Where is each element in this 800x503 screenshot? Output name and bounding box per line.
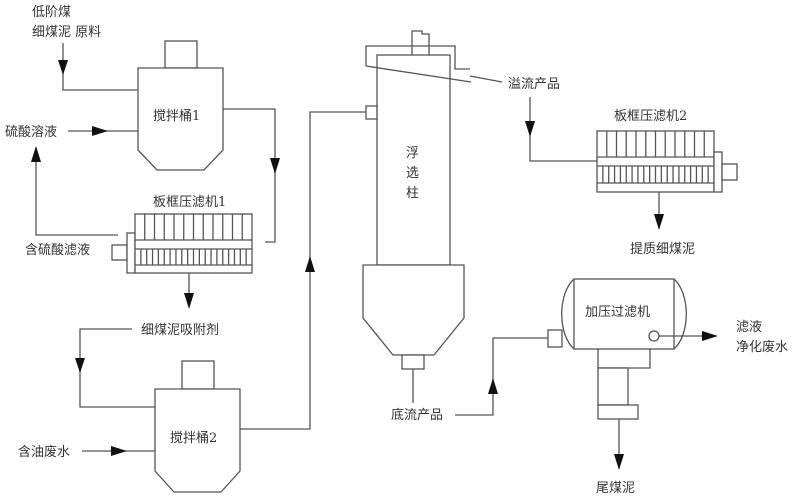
overflow-arrow-icon [525,121,535,137]
raw-material-label-line1: 低阶煤 [32,5,71,20]
tailing-slime-label: 尾煤泥 [596,481,635,496]
adsorbent-label: 细煤泥吸附剂 [141,323,219,338]
column-overflow-weir [365,65,472,83]
filter-press-2 [596,130,738,193]
mixer-1-label: 搅拌桶1 [153,108,200,124]
underflow-to-filter-line [455,337,548,416]
tailing-arrow-icon [614,454,624,470]
column-cone [362,264,465,356]
mixer-2: 搅拌桶2 [154,360,241,493]
filter-press-1 [111,213,253,274]
filtrate-arrow-icon [702,331,718,341]
mixer-2-body [154,388,241,493]
adsorbent-arrow-icon [75,358,85,373]
sulfuric-acid-arrow-icon [92,126,108,136]
pressure-filter-hopper [597,367,629,406]
press2-to-product-arrow-icon [654,214,664,230]
pressure-filter-inlet [547,329,563,348]
upgraded-slime-label: 提质细煤泥 [630,241,695,257]
filter-press-2-piston [721,163,738,181]
overflow-label: 溢流产品 [508,77,560,92]
column-body [376,54,451,266]
mixer-2-motor [181,360,215,390]
mixer-2-label: 搅拌桶2 [170,430,217,446]
flotation-column: 浮 选 柱 [362,30,472,370]
mixer1-to-press1-arrow-icon [270,158,280,174]
underflow-label: 底流产品 [391,407,443,423]
underflow-arrow-icon [488,378,498,394]
filter-press-2-label: 板框压滤机2 [614,109,687,124]
filter-press-1-label: 板框压滤机1 [153,195,226,210]
mixer-1-body [137,67,224,171]
mixer2-to-column-line [240,111,366,430]
pressure-filter-label: 加压过滤机 [585,305,650,320]
column-top-pipe [411,30,430,56]
column-label-2: 选 [406,166,419,181]
overflow-to-press2-line [529,97,597,162]
overflow-leader-line [469,75,503,83]
mixer-1: 搅拌桶1 [137,40,224,171]
oily-wastewater-label: 含油废水 [18,444,70,460]
purified-water-label: 净化废水 [736,339,788,355]
adsorbent-to-mixer2-line [79,328,155,408]
filter-press-2-end-plate [713,151,723,193]
press1-to-adsorbent-arrow-icon [184,293,194,309]
mixer-1-motor [164,40,198,69]
column-label-3: 柱 [406,186,419,201]
filtrate-label: 滤液 [736,320,762,335]
pressure-filter: 加压过滤机 [547,278,687,420]
sulfuric-acid-label: 硫酸溶液 [5,125,57,140]
filter-press-1-piston [111,244,128,261]
pressure-filter-right-head [673,278,687,350]
pressure-filter-left-head [561,278,575,350]
oily-wastewater-arrow-icon [111,446,127,456]
raw-material-line [62,43,138,91]
pressure-filter-outlet [648,330,660,342]
column-underflow-outlet [401,354,425,370]
column-feed-inlet [365,105,378,120]
pressure-filter-support [597,349,651,369]
column-label-1: 浮 [406,146,419,161]
pressure-filter-discharge [597,404,639,420]
mixer1-to-press1-line [223,108,276,243]
column-overflow-launder [365,45,470,70]
acid-filtrate-return-line [35,150,118,236]
acid-filtrate-arrow-icon [31,146,41,162]
mixer2-to-column-arrow-icon [305,256,315,272]
raw-material-arrow-icon [58,60,68,75]
raw-material-label-line2: 细煤泥 原料 [32,25,101,40]
filter-press-1-end-plate [126,232,136,274]
acid-filtrate-label: 含硫酸滤液 [25,242,90,258]
